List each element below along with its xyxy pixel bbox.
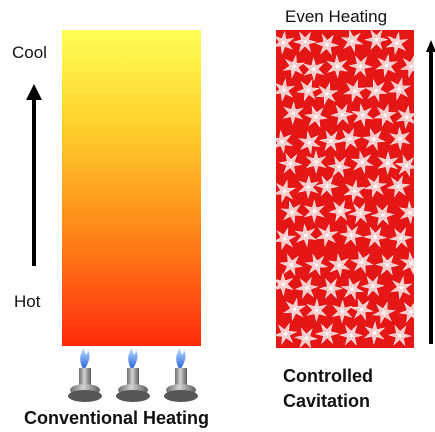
bubble-star-icon xyxy=(294,327,318,348)
bubble-star-icon xyxy=(319,278,343,299)
bubble-star-icon xyxy=(363,226,388,248)
bubble-star-icon xyxy=(339,224,364,247)
bubble-star-icon xyxy=(362,128,386,151)
bubble-star-icon xyxy=(326,54,348,79)
bubble-star-icon xyxy=(348,202,373,225)
bubble-star-icon xyxy=(304,105,328,128)
bubble-star-icon xyxy=(294,223,317,248)
burner-icon xyxy=(164,348,198,402)
vertical-arrow-icon xyxy=(426,40,435,344)
bubble-star-icon xyxy=(339,324,363,346)
burner-icon xyxy=(68,348,102,402)
bubble-star-icon xyxy=(364,30,389,51)
bubble-star-icon xyxy=(348,55,373,77)
bubble-star-icon xyxy=(370,204,395,226)
bubble-star-icon xyxy=(315,175,339,197)
bubble-star-icon xyxy=(276,227,297,251)
bubble-star-icon xyxy=(340,30,364,53)
bubble-star-icon xyxy=(328,253,351,278)
bubble-star-icon xyxy=(294,276,319,299)
bubble-star-icon xyxy=(315,223,339,248)
cavitation-column xyxy=(276,30,414,348)
bubble-star-icon xyxy=(304,253,329,277)
conventional-heating-caption: Conventional Heating xyxy=(24,408,210,428)
bubble-star-icon xyxy=(375,53,398,78)
bubble-star-icon xyxy=(282,54,306,79)
bubble-star-icon xyxy=(293,31,317,53)
bubble-star-icon xyxy=(282,101,304,126)
bubble-star-icon xyxy=(276,30,295,55)
up-arrow-icon xyxy=(26,84,42,266)
bubble-star-icon xyxy=(350,251,374,274)
bubble-star-icon xyxy=(340,277,364,301)
cavitation-bubbles xyxy=(276,30,414,348)
bubble-star-icon xyxy=(388,227,413,249)
bubble-star-icon xyxy=(360,275,385,297)
burner-icon xyxy=(116,348,150,402)
bubble-star-icon xyxy=(337,127,362,151)
bubble-star-icon xyxy=(394,154,414,178)
bubble-star-icon xyxy=(385,31,409,56)
bubble-star-icon xyxy=(303,199,325,224)
bubble-star-icon xyxy=(386,175,411,198)
bubble-star-icon xyxy=(364,79,388,103)
bubble-star-icon xyxy=(315,33,339,56)
bubble-star-icon xyxy=(298,130,321,155)
bubble-star-icon xyxy=(276,129,294,154)
bubble-star-icon xyxy=(350,150,374,174)
bubble-star-icon xyxy=(315,323,339,345)
bubble-star-icon xyxy=(351,103,374,127)
bubble-star-icon xyxy=(387,324,412,347)
bubble-star-icon xyxy=(363,320,386,345)
bubble-star-icon xyxy=(350,298,374,321)
bubble-star-icon xyxy=(306,298,328,323)
bubble-star-icon xyxy=(399,54,414,78)
even-heating-label: Even Heating xyxy=(285,7,388,26)
bubble-star-icon xyxy=(280,200,304,224)
bubble-star-icon xyxy=(276,179,296,203)
bubble-star-icon xyxy=(319,130,343,152)
bubble-star-icon xyxy=(372,301,396,325)
bubble-star-icon xyxy=(373,103,397,127)
bubble-star-icon xyxy=(400,251,414,275)
bubble-star-icon xyxy=(375,254,400,276)
bubble-star-icon xyxy=(331,299,353,324)
cavitation-caption: Cavitation xyxy=(283,391,371,411)
bubble-star-icon xyxy=(315,82,339,106)
burners xyxy=(68,348,198,402)
bubble-star-icon xyxy=(276,322,298,345)
bubble-star-icon xyxy=(343,79,367,103)
bubble-star-icon xyxy=(327,155,352,178)
bubble-star-icon xyxy=(399,300,414,323)
bubble-star-icon xyxy=(283,297,306,321)
bubble-star-icon xyxy=(296,79,320,102)
controlled-caption: Controlled xyxy=(283,366,373,386)
bubble-star-icon xyxy=(276,78,295,102)
bubble-star-icon xyxy=(279,253,303,277)
bubble-star-icon xyxy=(328,200,353,222)
bubble-star-icon xyxy=(395,105,414,129)
bubble-star-icon xyxy=(276,272,294,297)
temperature-gradient-column xyxy=(62,30,201,346)
bubble-star-icon xyxy=(363,174,388,198)
bubble-star-icon xyxy=(278,152,303,175)
cool-label: Cool xyxy=(12,43,47,62)
bubble-star-icon xyxy=(330,103,355,126)
bubble-star-icon xyxy=(303,57,325,82)
bubble-star-icon xyxy=(399,200,414,225)
bubble-star-icon xyxy=(389,126,411,151)
bubble-star-icon xyxy=(390,276,413,300)
bubble-star-icon xyxy=(387,77,411,101)
bubble-star-icon xyxy=(297,175,320,199)
bubble-star-icon xyxy=(343,179,366,203)
hot-label: Hot xyxy=(14,292,41,311)
bubble-star-icon xyxy=(305,150,327,175)
bubble-star-icon xyxy=(377,151,399,176)
